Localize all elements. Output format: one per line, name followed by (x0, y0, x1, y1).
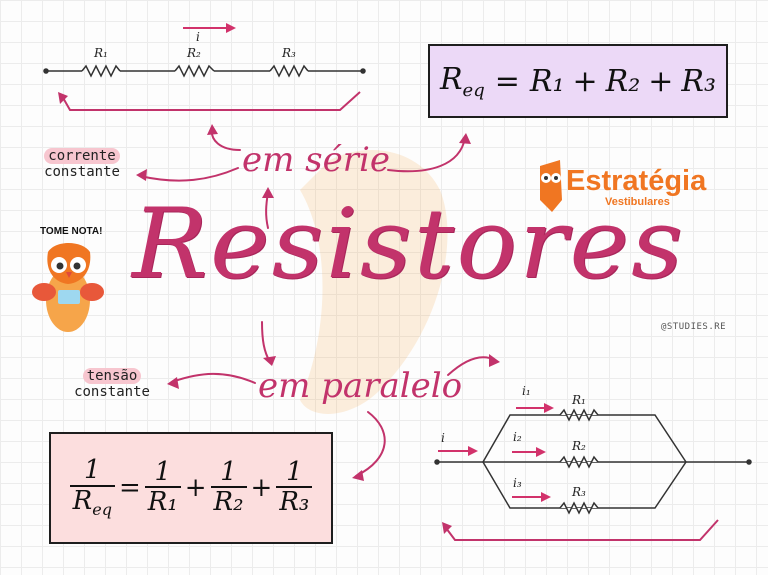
parallel-lhs-fraction: 1 Req (69, 455, 115, 519)
series-plus: + (572, 63, 598, 99)
parallel-circuit (434, 408, 752, 515)
series-return-arrow (58, 91, 361, 111)
series-r3-label: R₃ (282, 46, 296, 60)
parallel-current-arrows (438, 403, 554, 502)
resistor-p2-zigzag (559, 455, 599, 469)
series-property-text: constante (44, 164, 120, 180)
series-current-label: i (196, 30, 200, 44)
series-term-r2: R₂ (605, 63, 641, 99)
fraction-denominator: R₃ (276, 486, 313, 517)
parallel-term-r3: 1 R₃ (276, 457, 313, 517)
branch-series-heading: em série (242, 140, 390, 180)
owl-mascot-icon (32, 243, 104, 332)
parallel-current-label: i (441, 431, 445, 445)
parallel-term-r2: 1 R₂ (210, 457, 247, 517)
series-term-r3: R₃ (681, 63, 717, 99)
series-current-arrow (183, 23, 236, 33)
branch-parallel-heading: em paralelo (258, 366, 463, 406)
series-formula-box: Req = R₁ + R₂ + R₃ (428, 44, 728, 118)
parallel-r2-label: R₂ (572, 439, 586, 453)
owl-watermark (300, 150, 448, 414)
series-req-subscript: eq (462, 79, 485, 101)
fraction-numerator: 1 (286, 457, 303, 488)
parallel-i3-label: i₃ (513, 476, 522, 490)
fraction-denominator: R₂ (210, 486, 247, 517)
parallel-plus: + (184, 473, 207, 503)
parallel-property-note: tensão constante (58, 368, 166, 400)
parallel-return-arrow (442, 519, 719, 541)
series-term-r1: R₁ (529, 63, 565, 99)
estrategia-logo-icon (540, 160, 562, 212)
series-r1-label: R₁ (94, 46, 108, 60)
parallel-formula-box: 1 Req = 1 R₁ + 1 R₂ + 1 R₃ (49, 432, 333, 544)
page-title: Resistores (132, 188, 686, 300)
brand-subtitle: Vestibulares (605, 196, 670, 208)
series-equals: = (494, 63, 520, 99)
series-r2-label: R₂ (187, 46, 201, 60)
resistor-p1-zigzag (559, 408, 599, 422)
resistor-r2-zigzag (174, 64, 215, 78)
series-property-highlight: corrente (44, 148, 120, 164)
parallel-req-subscript: eq (92, 499, 112, 519)
fraction-numerator: 1 (84, 455, 101, 486)
parallel-property-highlight: tensão (82, 368, 142, 384)
series-property-note: corrente constante (28, 148, 136, 180)
series-req-symbol: R (439, 61, 463, 97)
fraction-numerator: 1 (220, 457, 237, 488)
series-circuit (43, 64, 366, 78)
resistor-p3-zigzag (559, 501, 599, 515)
fraction-denominator: R₁ (144, 486, 181, 517)
series-plus: + (648, 63, 674, 99)
parallel-term-r1: 1 R₁ (144, 457, 181, 517)
parallel-r1-label: R₁ (572, 393, 586, 407)
parallel-property-text: constante (74, 384, 150, 400)
fraction-denominator: Req (69, 484, 115, 519)
resistor-r3-zigzag (269, 64, 309, 78)
mindmap-arrows (136, 124, 500, 481)
parallel-req-symbol: R (72, 485, 93, 516)
series-formula-lhs: Req (440, 62, 485, 101)
author-handle: @STUDIES.RE (661, 322, 727, 332)
parallel-i1-label: i₁ (522, 384, 531, 398)
fraction-numerator: 1 (154, 457, 172, 488)
parallel-plus: + (250, 473, 273, 503)
tome-nota-label: TOME NOTA! (40, 226, 103, 237)
parallel-equals: = (118, 473, 141, 503)
brand-name: Estratégia (566, 165, 707, 197)
resistor-r1-zigzag (81, 64, 121, 78)
parallel-i2-label: i₂ (513, 430, 522, 444)
parallel-r3-label: R₃ (572, 485, 586, 499)
